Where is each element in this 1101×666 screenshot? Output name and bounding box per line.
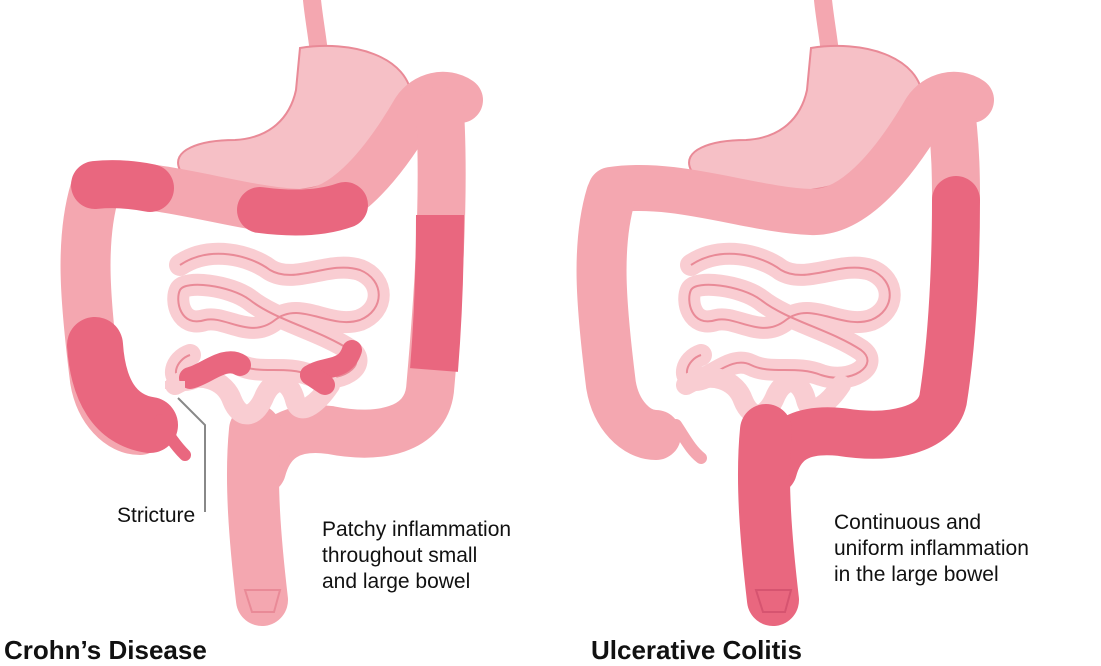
uc-description: Continuous and uniform inflammation in t… — [834, 510, 1029, 588]
inflamed-patch-transverse-colon — [260, 205, 345, 213]
anal-canal — [245, 590, 280, 612]
appendix — [676, 425, 701, 458]
anal-canal — [756, 590, 791, 612]
crohns-figure: Stricture Patchy inflammation throughout… — [0, 0, 550, 665]
ascending-colon — [602, 195, 656, 435]
inflamed-patch-hepatic-flexure — [95, 184, 150, 188]
crohns-title: Crohn’s Disease — [4, 635, 207, 666]
inflamed-descending-colon — [773, 200, 956, 470]
inflamed-rectum — [764, 430, 773, 600]
inflamed-patch-small-bowel-1 — [190, 362, 240, 378]
rectum — [253, 430, 262, 600]
ulcerative-colitis-figure: Continuous and uniform inflammation in t… — [551, 0, 1101, 665]
crohns-description: Patchy inflammation throughout small and… — [322, 517, 511, 595]
stricture-label: Stricture — [117, 503, 195, 529]
uc-title: Ulcerative Colitis — [591, 635, 802, 666]
inflamed-patch-cecum — [95, 345, 150, 425]
inflamed-patch-descending-colon — [434, 215, 440, 370]
inflamed-patch-small-bowel-3 — [310, 375, 325, 385]
